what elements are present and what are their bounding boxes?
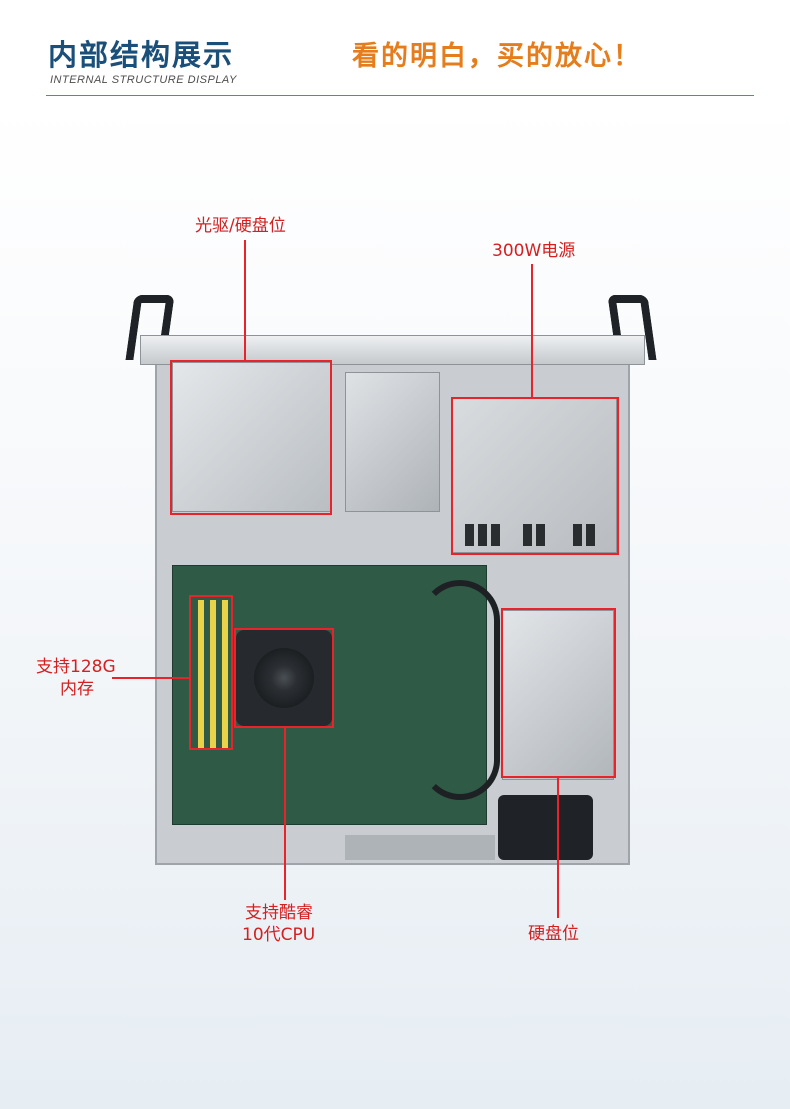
callout-cpu-label-2: 10代CPU: [242, 925, 316, 945]
cable-bundle: [420, 580, 500, 800]
callout-memory-label-2: 内存: [60, 679, 94, 699]
ram-slot: [222, 600, 228, 750]
callout-memory-box: [189, 595, 233, 750]
psu-vent: [586, 524, 595, 546]
cpu-cooler-fan: [236, 630, 332, 726]
callout-optical-drive-line: [244, 240, 246, 362]
callout-memory-line: [112, 677, 190, 679]
expansion-slots: [345, 835, 495, 860]
section-subtitle: INTERNAL STRUCTURE DISPLAY: [50, 74, 237, 86]
callout-hdd-label: 硬盘位: [528, 924, 579, 944]
ram-slot: [210, 600, 216, 750]
optical-drive-bay: [172, 362, 332, 512]
drive-cage-middle: [345, 372, 440, 512]
callout-hdd-box: [501, 608, 616, 778]
callout-optical-drive-box: [170, 360, 332, 515]
callout-cpu-line: [284, 728, 286, 900]
psu-vent: [491, 524, 500, 546]
power-supply-unit: [452, 398, 617, 553]
rear-fan: [498, 795, 593, 860]
slogan: 看的明白，买的放心！: [352, 41, 642, 72]
callout-hdd-line: [557, 778, 559, 918]
header-divider: [46, 95, 754, 96]
callout-cpu-label-1: 支持酷睿: [245, 903, 313, 923]
page-header: 内部结构展示 INTERNAL STRUCTURE DISPLAY 看的明白，买…: [0, 0, 790, 100]
psu-vent: [465, 524, 474, 546]
psu-vent: [573, 524, 582, 546]
psu-vent: [523, 524, 532, 546]
callout-cpu-box: [234, 628, 334, 728]
callout-psu-box: [451, 397, 619, 555]
callout-psu-line: [531, 264, 533, 399]
callout-memory-label-1: 支持128G: [36, 657, 116, 677]
psu-vent: [478, 524, 487, 546]
callout-optical-drive-label: 光驱/硬盘位: [195, 216, 286, 236]
section-title: 内部结构展示: [48, 38, 235, 72]
psu-vent: [536, 524, 545, 546]
ram-slot: [198, 600, 204, 750]
callout-psu-label: 300W电源: [492, 241, 576, 261]
